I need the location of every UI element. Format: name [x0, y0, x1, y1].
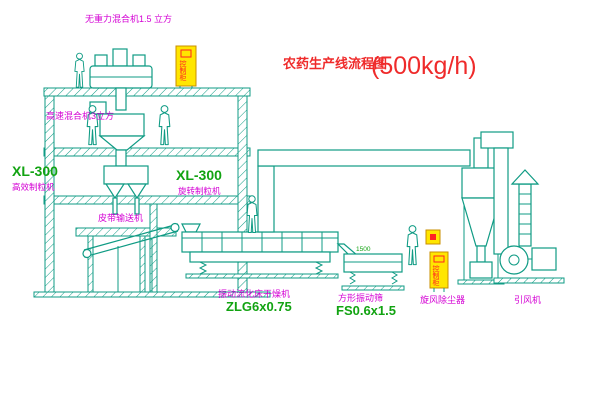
hs-mixer-cone [98, 135, 146, 151]
column-right [237, 95, 248, 293]
cabinet-top-label: 控制柜 [179, 59, 187, 82]
stack-pipe [518, 183, 532, 247]
roof-beam [43, 87, 251, 97]
granulator-outlet-right [134, 197, 140, 215]
mixer-motor-right [132, 54, 146, 67]
dryer-exhaust-duct [257, 149, 471, 233]
belt-pulley-left [82, 248, 92, 259]
indicator-box-lamp [430, 234, 436, 240]
belt-bottom [83, 230, 179, 258]
granulator [103, 165, 149, 215]
label-belt-conveyor: 皮带输送机 [98, 212, 143, 223]
screen-spring-right [391, 271, 398, 285]
indicator-box [425, 229, 441, 245]
exhaust-stack [510, 169, 540, 247]
label-granulator-mid-name: 旋转制粒机 [178, 186, 221, 196]
label-granulator-left-model: XL-300 [12, 163, 58, 179]
mixer-gearbox [112, 48, 128, 67]
column-left [44, 95, 55, 293]
stack-rain-cap [510, 169, 540, 185]
hs-mixer-pipe [115, 149, 127, 167]
duct-horizontal-main [257, 149, 471, 167]
fluidbed-dryer [181, 223, 360, 279]
floor2-beam [43, 147, 251, 157]
label-screen-name: 方形振动筛 [338, 292, 383, 303]
floor3-beam [43, 195, 251, 205]
induced-draft-fan [493, 245, 565, 284]
belt-top [83, 223, 179, 251]
vibrating-screen [341, 253, 405, 291]
platform-leg-1 [87, 235, 94, 293]
label-dryer-name: 振动流化床干燥机 [218, 288, 290, 299]
belt-conveyor [82, 222, 180, 292]
dryer-inlet [181, 223, 201, 233]
platform-leg-2 [139, 235, 146, 293]
fan-volute [499, 245, 529, 275]
duct-horizontal-top [480, 131, 514, 149]
label-granulator-left-name: 高效制粒机 [12, 182, 55, 192]
label-screen-dim: 1500 [356, 246, 371, 253]
cyclone-fan-duct [480, 131, 514, 255]
dryer-plenum [189, 251, 331, 263]
label-gravity-mixer: 无重力混合机1.5 立方 [85, 13, 172, 24]
fan-base [493, 277, 565, 284]
label-granulator-mid-model: XL-300 [176, 167, 222, 183]
screen-base [341, 285, 405, 291]
gravity-mixer [89, 48, 153, 111]
mixer-discharge-pipe [115, 87, 127, 111]
dryer-segment-lines [201, 232, 323, 252]
cyclone-cone [461, 197, 501, 247]
dryer-body [181, 231, 339, 253]
control-cabinet-right: 控制柜 [429, 251, 449, 292]
belt-pulley-right [170, 222, 180, 233]
diagram-capacity: (500kg/h) [371, 52, 477, 80]
dryer-base [185, 273, 339, 279]
cabinet-right-label: 控制柜 [432, 264, 440, 287]
dryer-spring-left [198, 261, 208, 275]
screen-spring-left [349, 271, 356, 285]
building-structure [33, 87, 271, 298]
label-fan-name: 引风机 [514, 294, 541, 305]
fan-hub [508, 254, 520, 266]
granulator-outlet-left [112, 197, 118, 215]
label-cyclone-name: 旋风除尘器 [420, 294, 465, 305]
label-screen-model: FS0.6x1.5 [336, 303, 396, 318]
granulator-body [103, 165, 149, 185]
granulator-cone-left [104, 183, 126, 200]
fan-motor [531, 247, 557, 271]
stack-flange-rungs [519, 193, 531, 235]
person-3 [158, 105, 171, 146]
cabinet-top-display [180, 49, 192, 58]
column-mid [149, 203, 158, 293]
diagram-title: 农药生产线流程图 [282, 56, 387, 71]
cabinet-right-display [433, 255, 445, 263]
duct-vertical-fan [493, 147, 509, 255]
person-5 [406, 225, 419, 266]
screen-body [343, 253, 403, 273]
label-dryer-model: ZLG6x0.75 [226, 299, 292, 314]
cyclone-dip-pipe [476, 245, 486, 263]
person-1 [74, 52, 85, 88]
cyclone-bin [469, 261, 493, 279]
duct-vertical-dryer [257, 165, 275, 233]
granulator-cone-right [126, 183, 148, 200]
dryer-spring-right [314, 261, 324, 275]
label-highspeed-mixer: 高速混合机3立方 [46, 110, 114, 121]
mixer-motor-left [94, 54, 108, 67]
control-cabinet-top: 控制柜 [175, 45, 197, 88]
